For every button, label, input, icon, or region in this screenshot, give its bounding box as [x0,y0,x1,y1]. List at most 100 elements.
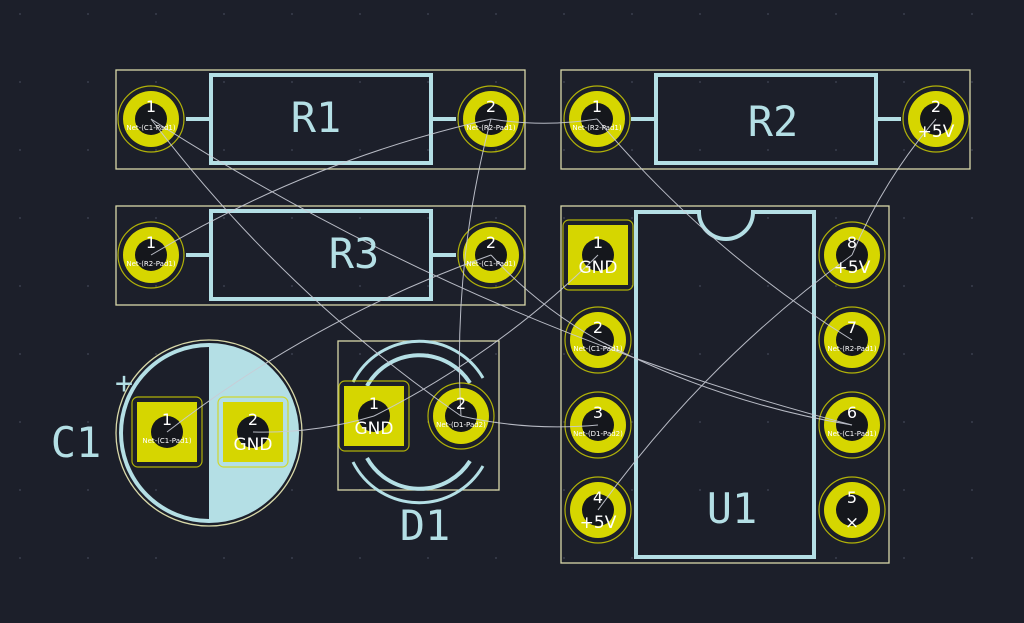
d1-pad-2-number: 2 [456,394,466,413]
u1-pad-8-clearance [818,221,886,289]
r3-pad-1-number: 1 [146,233,156,252]
grid-dot [359,81,361,83]
grid-dot [563,557,565,559]
u1-pad-2-number: 2 [593,318,603,337]
grid-dot [87,421,89,423]
r1-reference: R1 [291,93,342,142]
grid-dot [563,353,565,355]
grid-dot [699,149,701,151]
grid-dot [87,149,89,151]
d1-pad-1-number: 1 [369,394,379,413]
r2-pad-1-net: Net-(R2-Pad1) [572,124,621,132]
grid-dot [767,353,769,355]
grid-dot [971,285,973,287]
grid-dot [19,149,21,151]
grid-dot [427,149,429,151]
silkscreen [186,73,901,559]
grid-dot [903,217,905,219]
r1-pad-2-number: 2 [486,97,496,116]
u1-courtyard [560,205,890,564]
d1-reference: D1 [400,501,451,550]
grid-dot [291,353,293,355]
r1-pad-2-net: Net-(R2-Pad1) [466,124,515,132]
r1-courtyard [115,69,526,170]
r1-pad-2-clearance [457,85,525,153]
ratsnest-line [597,254,853,511]
ratsnest-line [597,339,853,426]
u1-pad-5-clearance [818,476,886,544]
grid-dot [699,13,701,15]
grid-dot [19,557,21,559]
grid-dot [495,285,497,287]
grid-dot [359,217,361,219]
u1-pad-4-net: +5V [580,513,617,533]
r1-pad-1-net: Net-(C1-Pad1) [126,124,176,132]
u1-pad-8-number: 8 [847,233,857,252]
grid-dot [223,557,225,559]
ratsnest-line [373,254,599,417]
d1-pad-1-clearance [338,380,410,452]
grid-dot [835,285,837,287]
grid-dot [19,81,21,83]
u1-pad-2-clearance [564,306,632,374]
grid-dot [631,217,633,219]
c1-pad-1-clearance [131,396,203,468]
grid-dot [767,285,769,287]
grid-dot [767,489,769,491]
ratsnest-line [166,254,492,433]
c1-reference: C1 [51,418,102,467]
r2-pad-2-net: +5V [918,122,955,142]
ratsnest [150,118,937,511]
u1-pad-6-number: 6 [847,403,857,422]
u1-reference: U1 [707,484,758,533]
ratsnest-line [458,118,492,417]
grid-dot [699,421,701,423]
grid-dot [19,489,21,491]
r3-reference: R3 [329,229,380,278]
d1-pad-2-clearance [427,382,495,450]
grid-dot [19,13,21,15]
grid-dot [87,13,89,15]
grid-dot [835,217,837,219]
grid-dot [903,285,905,287]
grid-dot [223,13,225,15]
grid-dot [971,149,973,151]
r2-pad-2-clearance [902,85,970,153]
c1-pad-2-net: GND [234,435,273,455]
c1-pad-2-clearance [217,396,289,468]
grid-dot [291,81,293,83]
grid-dot [87,557,89,559]
grid-dot [767,217,769,219]
r3-pad-2-net: Net-(C1-Pad1) [466,260,516,268]
d1-outer-bottom [351,461,485,505]
grid-dot [87,489,89,491]
grid-dot [291,557,293,559]
grid-dot [699,489,701,491]
grid-dot [495,217,497,219]
grid-dot [971,489,973,491]
grid-dot [563,489,565,491]
grid-dot [495,149,497,151]
grid-dot [223,81,225,83]
grid-dot [767,421,769,423]
u1-pad-8-net: +5V [834,258,871,278]
grid-dot [223,149,225,151]
grid-dot [359,353,361,355]
grid-dot [699,285,701,287]
u1-pad-5-number: 5 [847,488,857,507]
d1-pad-2-net: Net-(D1-Pad2) [436,421,486,429]
ratsnest-line [150,118,462,417]
grid-dot [563,13,565,15]
grid-dot [87,353,89,355]
grid-dot [155,217,157,219]
grid-dot [903,13,905,15]
r3-pad-2-clearance [457,221,525,289]
grid-dot [903,149,905,151]
grid-dot [359,13,361,15]
ratsnest-line [596,118,853,341]
grid-dot [87,81,89,83]
grid-dot [155,13,157,15]
c1-courtyard [115,339,303,527]
d1-pad-1-net: GND [355,419,394,439]
